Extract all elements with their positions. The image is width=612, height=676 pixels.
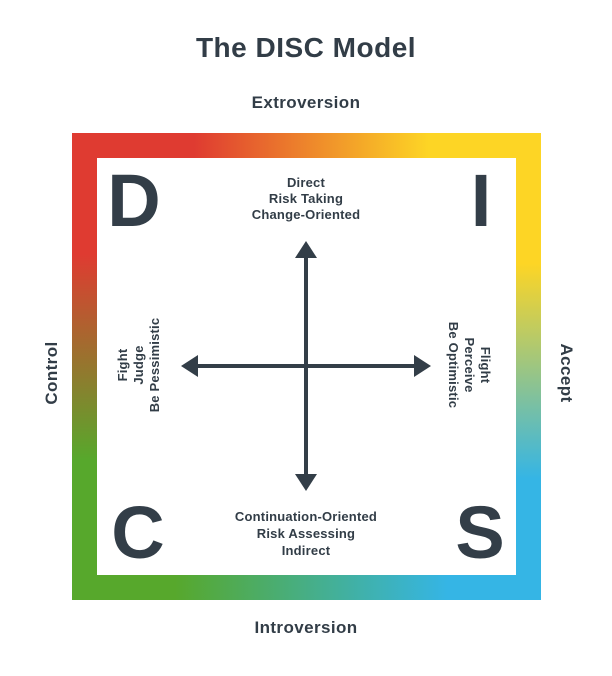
traits-bottom-quadrant: Continuation-Oriented Risk Assessing Ind… [156,508,456,559]
trait-line: Direct [286,175,326,190]
axis-label-introversion: Introversion [254,618,358,637]
trait-line: Fight [115,348,130,382]
trait-line: Be Pessimistic [147,317,162,413]
trait-line: Risk Assessing [256,526,356,541]
frame-edge-left [72,133,97,600]
trait-line: Judge [131,345,146,385]
traits-top-quadrant: Direct Risk Taking Change-Oriented [156,175,456,223]
trait-line: Perceive [462,337,477,393]
crossed-axes-arrows-icon [181,241,431,491]
trait-line: Change-Oriented [251,207,361,222]
frame-edge-right [516,133,541,600]
frame-edge-bottom [72,575,541,600]
quadrant-letter-i: I [470,159,492,242]
trait-line: Risk Taking [268,191,344,206]
page-title: The DISC Model [195,32,417,63]
quadrant-letter-c: C [111,491,165,574]
trait-line: Flight [478,346,493,384]
quadrant-letter-s: S [455,491,505,574]
trait-line: Indirect [281,543,331,558]
quadrant-letter-d: D [107,159,161,242]
axis-label-control: Control [42,341,61,405]
traits-left-quadrant: Fight Judge Be Pessimistic [115,295,163,435]
trait-line: Be Optimistic [446,321,461,409]
axis-label-extroversion: Extroversion [251,93,361,112]
trait-line: Continuation-Oriented [234,509,378,524]
traits-right-quadrant: Flight Perceive Be Optimistic [445,295,493,435]
frame-edge-top [72,133,541,158]
axis-label-accept: Accept [557,343,576,403]
